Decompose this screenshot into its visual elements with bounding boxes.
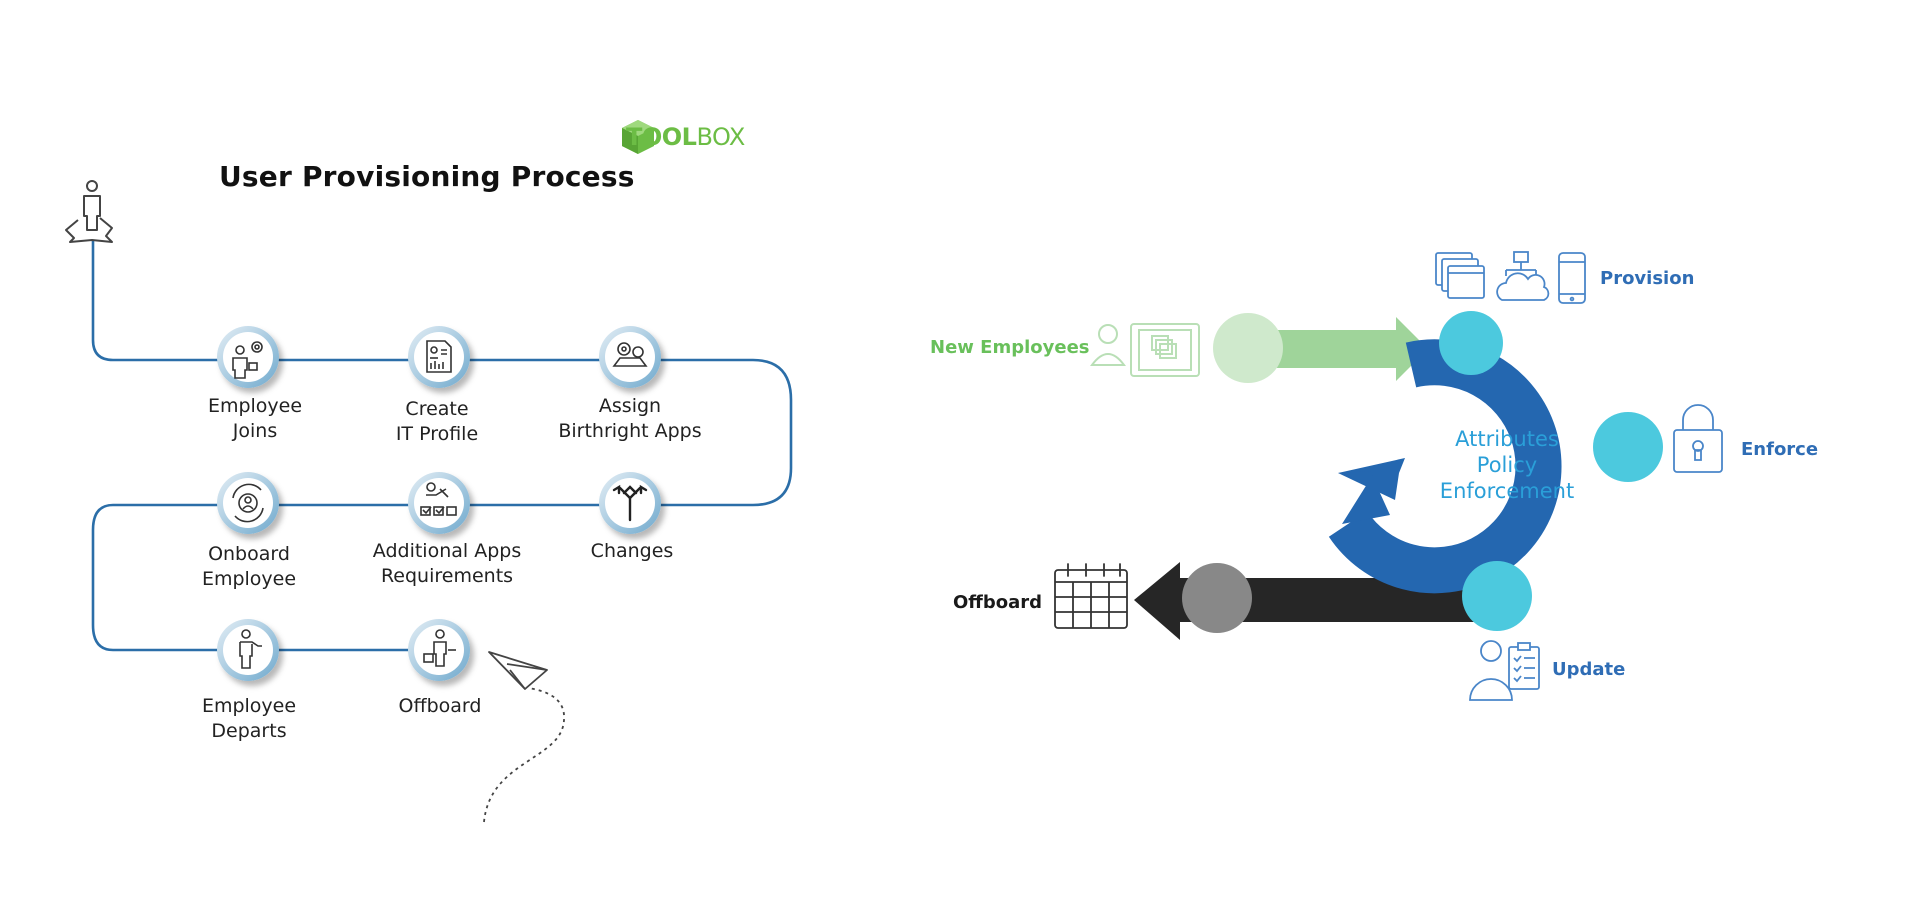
provision-label: Provision bbox=[1600, 268, 1695, 289]
step-label-line1: Employee bbox=[207, 395, 303, 417]
step-assign-birthright-apps-node[interactable] bbox=[599, 326, 661, 388]
new-employees-label: New Employees bbox=[930, 337, 1090, 358]
offboard-label: Offboard bbox=[953, 592, 1043, 613]
person-checklist-icon bbox=[1469, 640, 1540, 701]
person-pointing-icon bbox=[239, 629, 262, 669]
step-label-line2: Birthright Apps bbox=[558, 420, 702, 442]
step-label-line2: Employee bbox=[201, 568, 297, 590]
profile-document-icon bbox=[426, 340, 452, 373]
step-offboard-node[interactable] bbox=[408, 619, 470, 681]
person-cycle-icon bbox=[232, 483, 264, 523]
step-additional-apps-node[interactable] bbox=[408, 472, 470, 534]
update-node[interactable] bbox=[1462, 561, 1532, 631]
update-label: Update bbox=[1552, 659, 1626, 680]
toolbox-logo-icon bbox=[622, 120, 654, 154]
step-label-line1: Changes bbox=[590, 540, 674, 562]
brand-bold: TOOL bbox=[626, 123, 697, 151]
split-arrows-icon bbox=[612, 484, 648, 522]
cycle-center-label: Attributes Policy Enforcement bbox=[1412, 426, 1602, 504]
new-employees-arrow bbox=[1213, 313, 1428, 383]
enforce-node[interactable] bbox=[1593, 412, 1663, 482]
step-label-line2: Requirements bbox=[380, 565, 514, 587]
new-employee-person-icon bbox=[1090, 324, 1126, 366]
step-label-assign-birthright-apps: Assign Birthright Apps bbox=[530, 394, 730, 444]
step-label-additional-apps: Additional Apps Requirements bbox=[347, 539, 547, 589]
person-start-icon bbox=[65, 180, 113, 243]
provision-node[interactable] bbox=[1439, 311, 1503, 375]
step-label-create-it-profile: Create IT Profile bbox=[337, 397, 537, 447]
cloud-network-icon bbox=[1496, 251, 1550, 301]
center-line3: Enforcement bbox=[1439, 479, 1575, 503]
step-label-line2: IT Profile bbox=[395, 423, 479, 445]
step-label-onboard-employee: Onboard Employee bbox=[149, 542, 349, 592]
paper-plane-icon bbox=[488, 651, 548, 690]
step-label-line1: Create bbox=[405, 398, 469, 420]
new-employee-screens-icon bbox=[1130, 323, 1200, 377]
laptop-gears-icon bbox=[612, 342, 648, 367]
step-create-it-profile-node[interactable] bbox=[408, 326, 470, 388]
toolbox-brand: TOOLBOX bbox=[626, 118, 745, 156]
person-gear-icon bbox=[232, 341, 263, 379]
step-label-changes: Changes bbox=[532, 539, 732, 564]
brand-light: BOX bbox=[696, 123, 745, 151]
step-label-employee-joins: Employee Joins bbox=[155, 394, 355, 444]
center-line1: Attributes bbox=[1455, 427, 1559, 451]
step-employee-joins-node[interactable] bbox=[217, 326, 279, 388]
page-title: User Provisioning Process bbox=[219, 160, 635, 193]
center-line2: Policy bbox=[1476, 453, 1538, 477]
step-label-line2: Joins bbox=[232, 420, 278, 442]
calendar-icon bbox=[1054, 563, 1128, 629]
step-label-offboard: Offboard bbox=[340, 694, 540, 719]
enforce-label: Enforce bbox=[1741, 439, 1819, 460]
step-label-employee-departs: Employee Departs bbox=[149, 694, 349, 744]
step-employee-departs-node[interactable] bbox=[217, 619, 279, 681]
person-briefcase-icon bbox=[423, 629, 456, 667]
lock-icon bbox=[1673, 404, 1723, 473]
checklist-person-icon bbox=[420, 482, 457, 516]
step-label-line1: Onboard bbox=[208, 543, 290, 565]
step-label-line1: Additional Apps bbox=[372, 540, 522, 562]
dashed-flight-trail bbox=[483, 687, 565, 823]
mobile-phone-icon bbox=[1558, 252, 1586, 304]
step-label-line1: Employee bbox=[201, 695, 297, 717]
step-label-line1: Offboard bbox=[398, 695, 482, 717]
process-flow-line bbox=[91, 240, 793, 652]
step-label-line2: Departs bbox=[211, 720, 287, 742]
step-label-line1: Assign bbox=[598, 395, 662, 417]
windows-stack-icon bbox=[1435, 252, 1485, 299]
